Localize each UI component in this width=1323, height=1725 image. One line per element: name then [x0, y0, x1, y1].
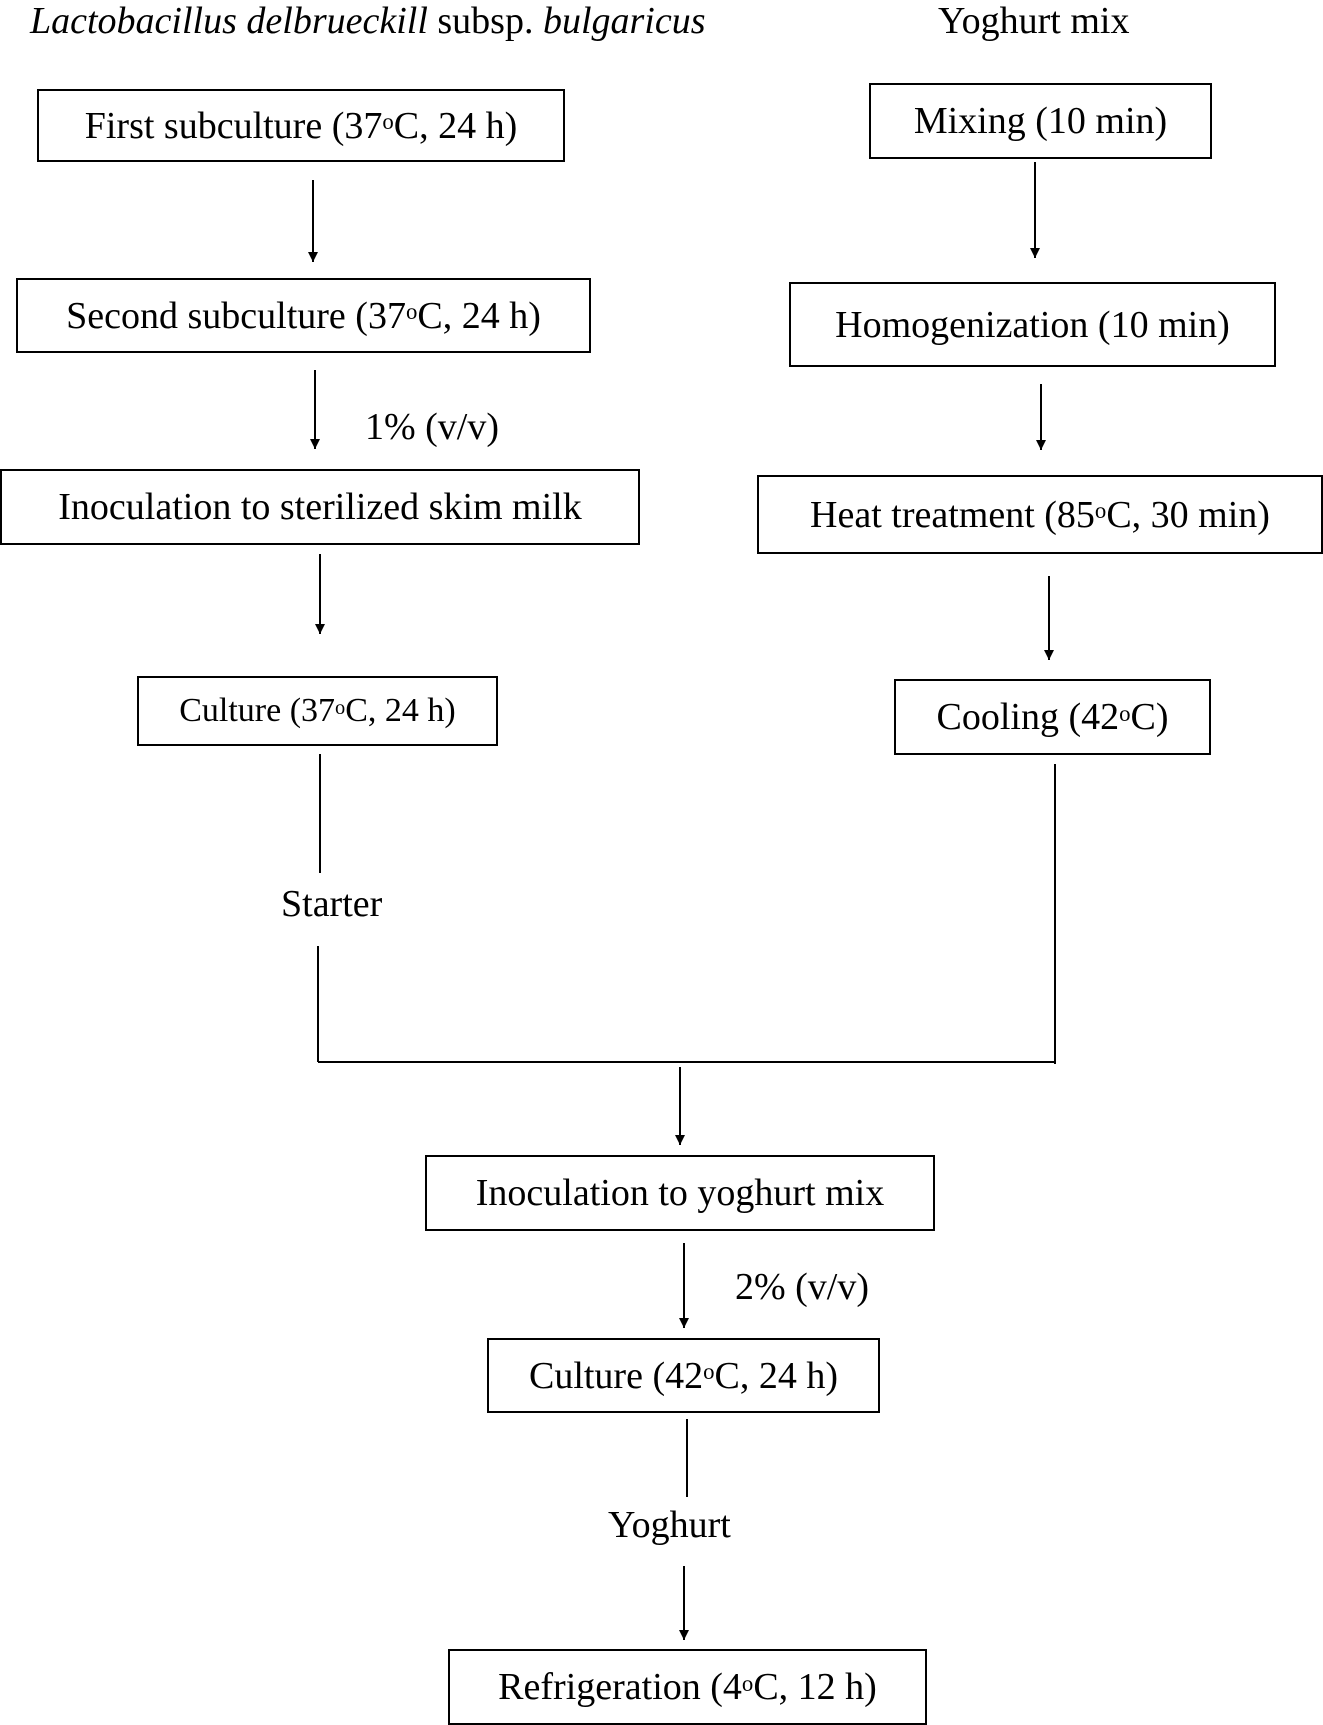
yoghurt-label: Yoghurt: [608, 1504, 731, 1546]
mixing-box: Mixing (10 min): [869, 83, 1212, 159]
strain-variety: bulgaricus: [542, 0, 706, 42]
ratio-label-1: 1% (v/v): [365, 406, 500, 448]
ratio-label-2: 2% (v/v): [735, 1266, 870, 1308]
inoculation-yoghurt-mix-box: Inoculation to yoghurt mix: [425, 1155, 935, 1231]
yoghurt-mix-header: Yoghurt mix: [938, 0, 1130, 42]
strain-subsp: subsp.: [437, 0, 534, 42]
starter-label: Starter: [281, 883, 383, 925]
strain-genus: Lactobacillus: [30, 0, 237, 42]
strain-species: delbrueckill: [246, 0, 428, 42]
homogenization-box: Homogenization (10 min): [789, 282, 1276, 367]
strain-header: Lactobacillus delbrueckill subsp. bulgar…: [30, 0, 706, 44]
inoculation-skim-milk-box: Inoculation to sterilized skim milk: [0, 469, 640, 545]
